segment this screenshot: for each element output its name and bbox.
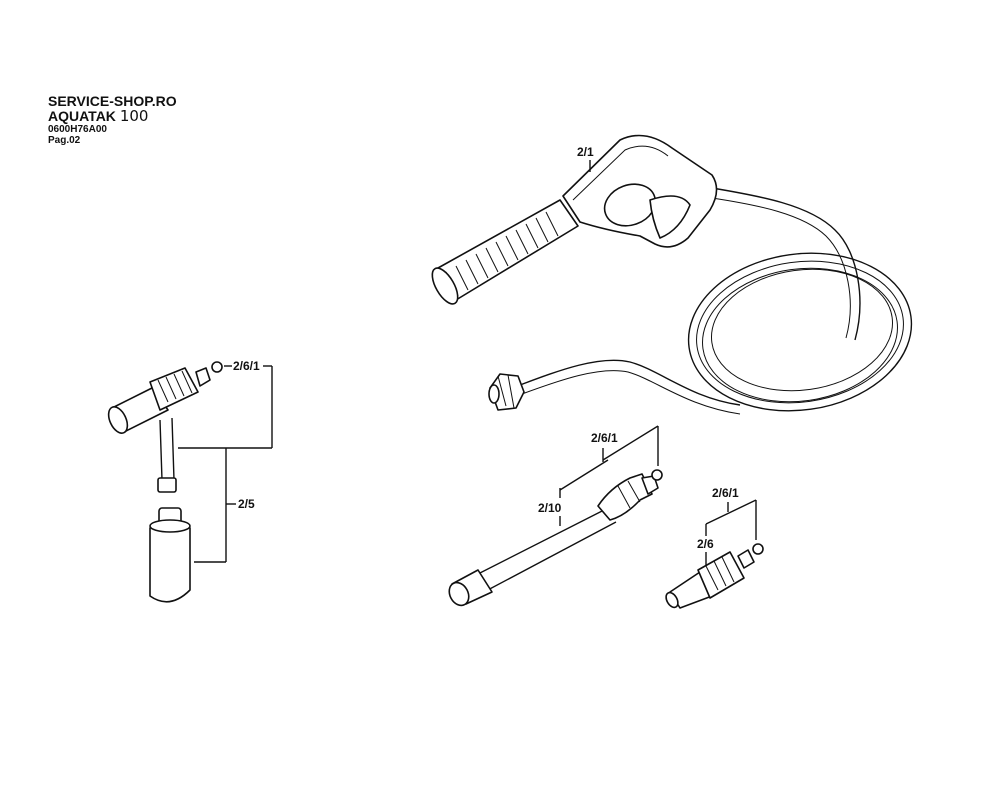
page-number: Pag.02 [48, 135, 81, 146]
foam-nozzle [107, 367, 211, 434]
callout-2-1: 2/1 [577, 145, 594, 159]
nozzle-oring [752, 543, 764, 555]
callout-2-6: 2/6 [697, 537, 714, 551]
shop-name: SERVICE-SHOP.RO [48, 93, 177, 109]
spray-gun-assembly: 2/1 [431, 134, 913, 415]
callout-2-10: 2/10 [538, 501, 562, 515]
lance-tip [448, 569, 493, 607]
header: SERVICE-SHOP.RO AQUATAK 100 0600H76A00 P… [48, 93, 177, 147]
part-code: 0600H76A00 [48, 124, 107, 135]
gun-handle [562, 134, 718, 248]
foam-bottle [149, 507, 191, 603]
callout-2-6-1-lance: 2/6/1 [591, 431, 618, 445]
lance-oring [651, 469, 663, 481]
callout-2-6-1-foam: 2/6/1 [233, 359, 260, 373]
model-row: AQUATAK 100 [48, 109, 177, 124]
foam-oring [211, 361, 223, 373]
foam-nozzle-set: 2/6/1 2/5 [107, 359, 273, 603]
hose-coil [687, 252, 913, 412]
hose-upper [711, 187, 861, 341]
model-number: 100 [119, 107, 149, 125]
model-name: AQUATAK [48, 108, 116, 124]
nozzle-assembly: 2/6/1 2/6 [665, 486, 764, 609]
nozzle-body [665, 549, 755, 609]
lance-assembly: 2/6/1 2/10 [448, 425, 663, 607]
lance-head [597, 473, 659, 521]
hose-lower [519, 359, 741, 406]
hose-connector-nut [488, 373, 525, 411]
lance-tube [473, 507, 617, 593]
callout-2-6-1-nozzle: 2/6/1 [712, 486, 739, 500]
callout-2-5: 2/5 [238, 497, 255, 511]
gun-grip [431, 199, 579, 305]
siphon-tube [159, 417, 175, 481]
